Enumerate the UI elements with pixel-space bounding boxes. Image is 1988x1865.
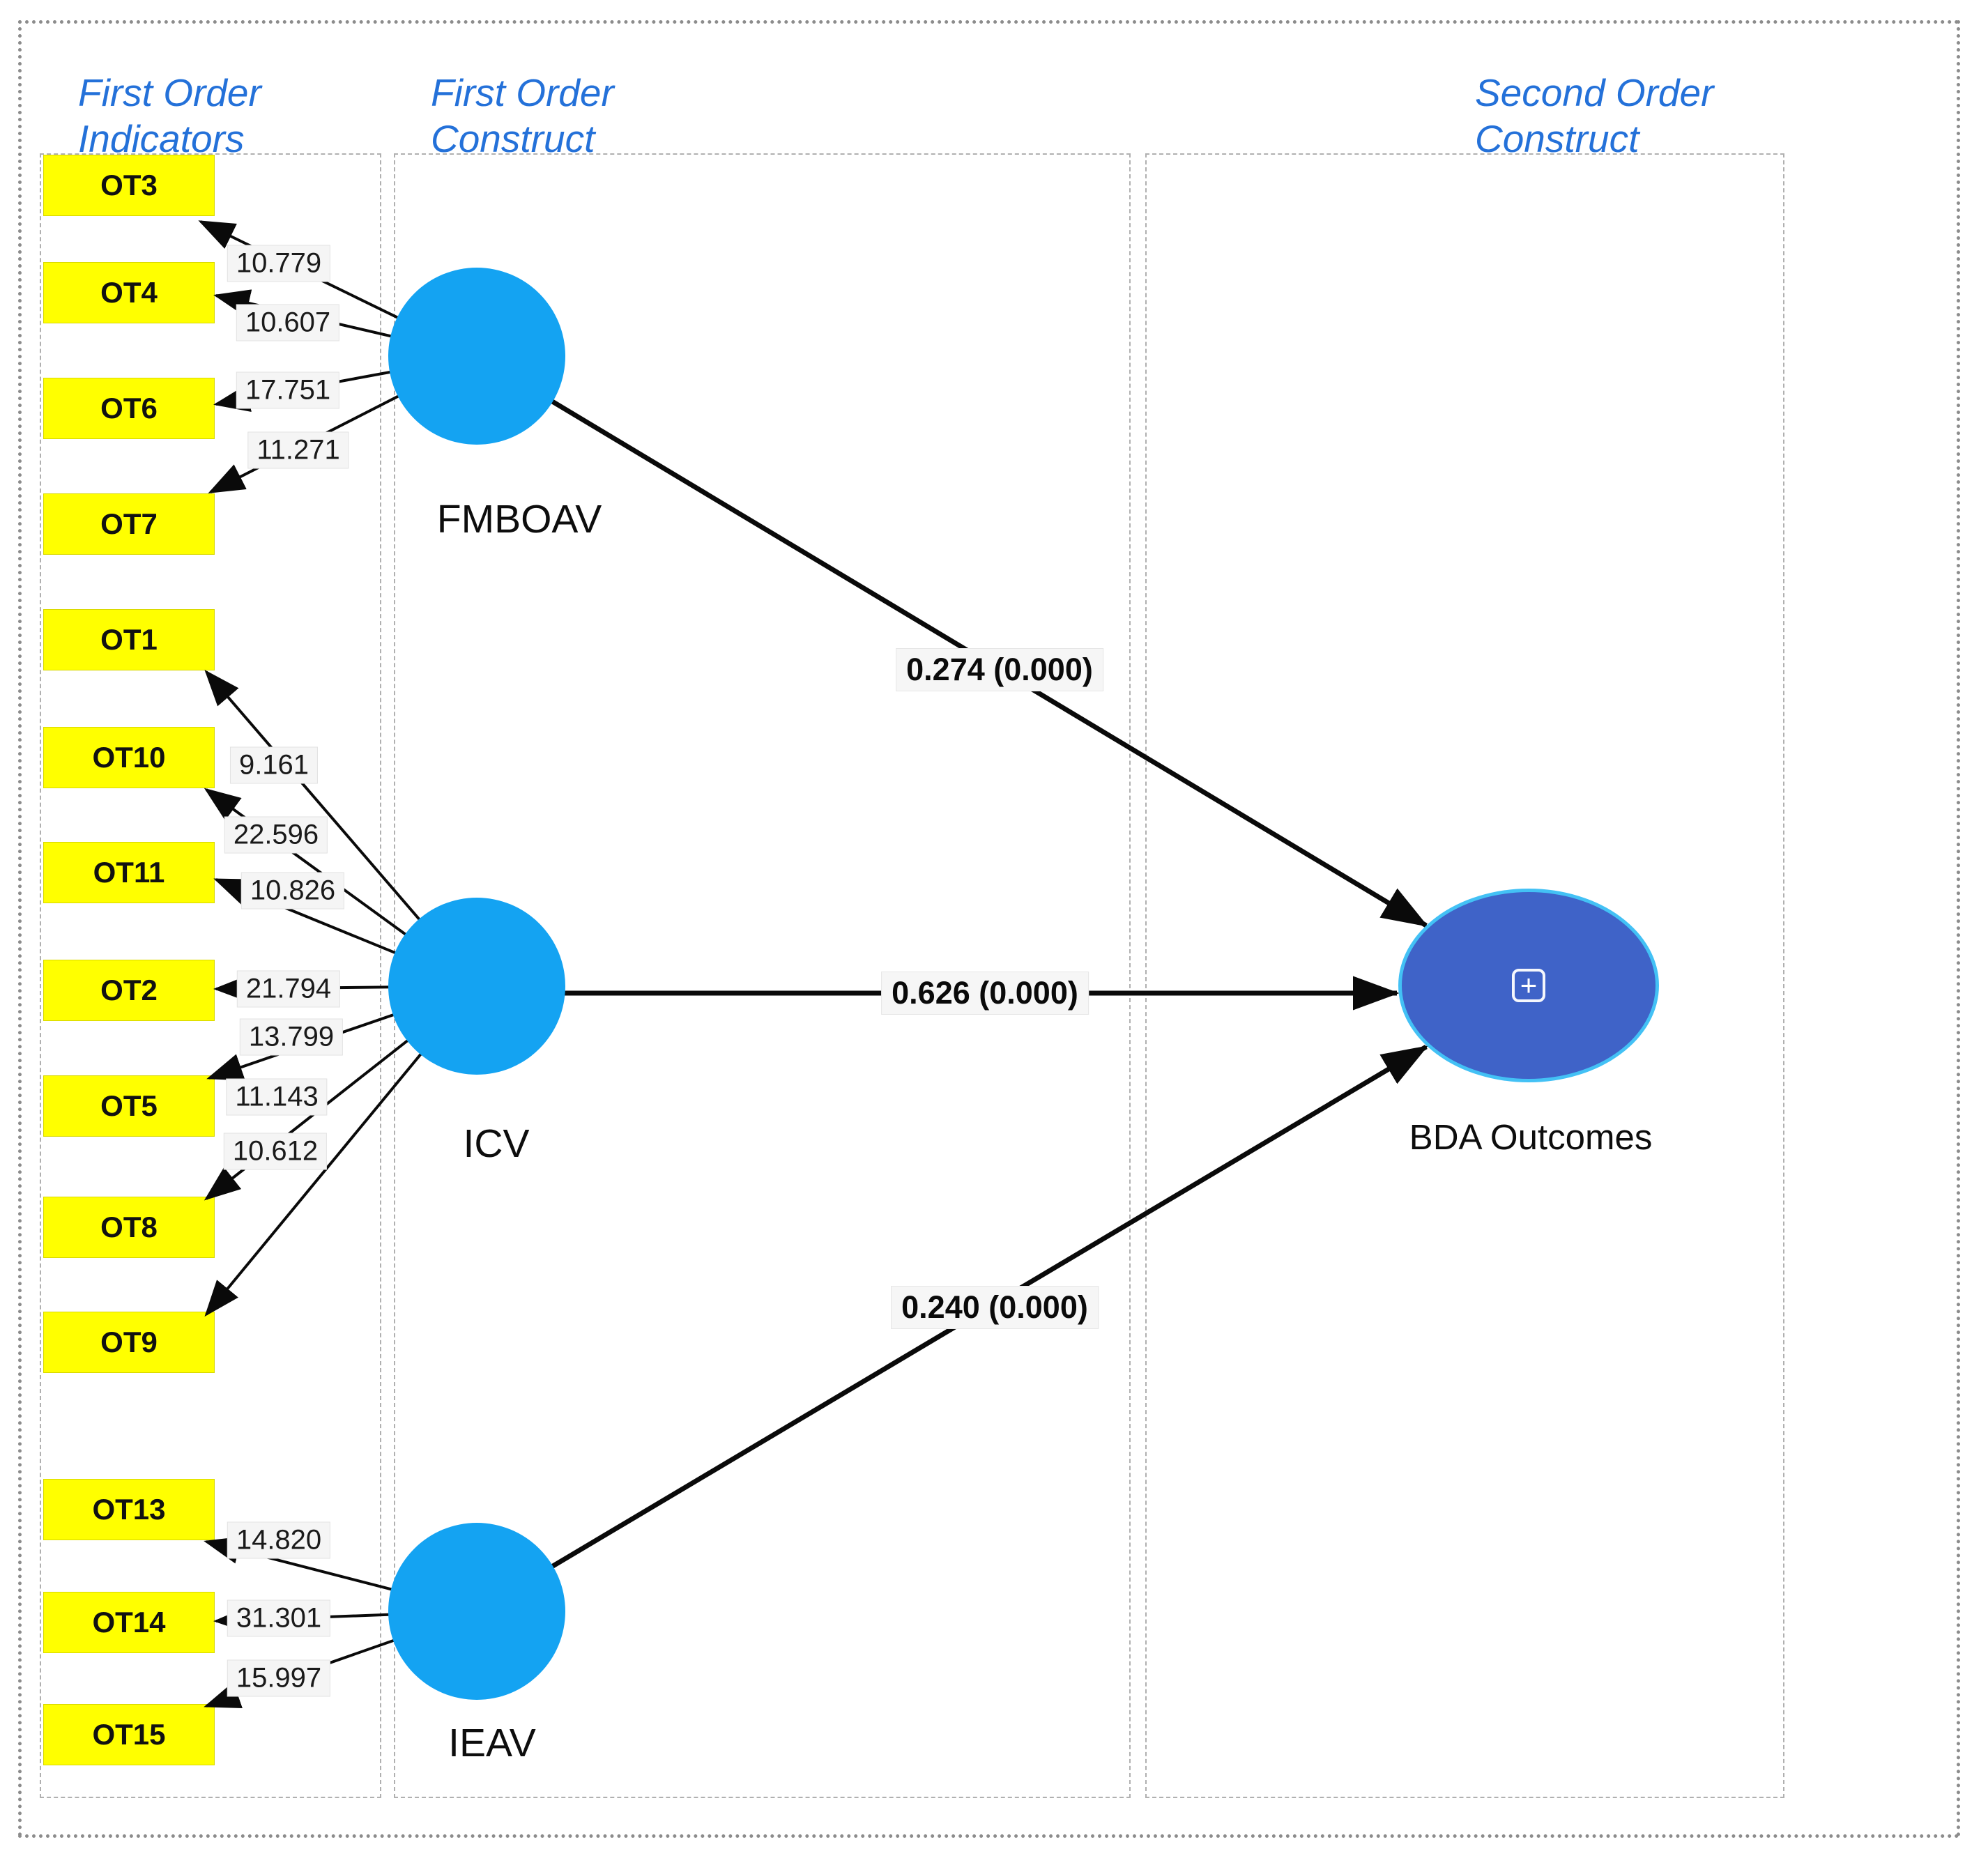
- indicator-box-ot8[interactable]: OT8: [43, 1197, 215, 1258]
- loading-label-ot11: 10.826: [240, 872, 345, 910]
- path-arrow-fmboav-bda: [475, 353, 1429, 928]
- construct-circle-icv[interactable]: [388, 898, 565, 1075]
- loading-label-ot15: 15.997: [227, 1659, 331, 1697]
- diagram-outer-border: [18, 20, 1960, 1838]
- indicator-box-ot6[interactable]: OT6: [43, 378, 215, 439]
- indicator-box-ot1[interactable]: OT1: [43, 609, 215, 670]
- loading-label-ot10: 22.596: [224, 816, 328, 854]
- indicator-box-ot15[interactable]: OT15: [43, 1704, 215, 1765]
- outcome-label: BDA Outcomes: [1409, 1117, 1653, 1157]
- plus-box-icon[interactable]: +: [1512, 969, 1545, 1002]
- path-label-icv-bda: 0.626 (0.000): [881, 972, 1089, 1015]
- region-second-order-construct: [1145, 153, 1784, 1798]
- indicator-box-ot5[interactable]: OT5: [43, 1075, 215, 1137]
- construct-label-ieav: IEAV: [448, 1721, 536, 1765]
- loading-label-ot4: 10.607: [236, 304, 340, 341]
- indicator-box-ot9[interactable]: OT9: [43, 1312, 215, 1373]
- loading-label-ot9: 10.612: [223, 1133, 328, 1170]
- construct-label-icv: ICV: [463, 1121, 530, 1166]
- construct-circle-fmboav[interactable]: [388, 268, 565, 445]
- header-first-order-construct: First Order Construct: [431, 71, 614, 160]
- indicator-box-ot10[interactable]: OT10: [43, 727, 215, 788]
- loading-label-ot6: 17.751: [236, 371, 340, 409]
- header-second-order-construct: Second Order Construct: [1475, 71, 1714, 160]
- path-arrow-ieav-bda: [475, 1044, 1429, 1614]
- loading-label-ot3: 10.779: [227, 245, 331, 282]
- region-first-order-indicators: [40, 153, 381, 1798]
- loading-label-ot1: 9.161: [229, 746, 319, 784]
- loading-label-ot13: 14.820: [227, 1521, 331, 1559]
- indicator-box-ot13[interactable]: OT13: [43, 1479, 215, 1540]
- construct-circle-ieav[interactable]: [388, 1523, 565, 1700]
- indicator-box-ot2[interactable]: OT2: [43, 960, 215, 1021]
- indicator-box-ot11[interactable]: OT11: [43, 842, 215, 903]
- header-first-order-indicators: First Order Indicators: [78, 71, 261, 160]
- path-label-fmboav-bda: 0.274 (0.000): [896, 648, 1103, 691]
- loading-label-ot2: 21.794: [236, 970, 341, 1008]
- loading-label-ot14: 31.301: [227, 1599, 331, 1637]
- loading-label-ot7: 11.271: [247, 431, 349, 469]
- indicator-box-ot3[interactable]: OT3: [43, 155, 215, 216]
- indicator-box-ot7[interactable]: OT7: [43, 493, 215, 555]
- loading-label-ot8: 11.143: [226, 1078, 328, 1116]
- loading-label-ot5: 13.799: [239, 1018, 344, 1056]
- construct-label-fmboav: FMBOAV: [436, 497, 602, 542]
- outcome-ellipse-bda[interactable]: +: [1398, 889, 1659, 1082]
- path-label-ieav-bda: 0.240 (0.000): [891, 1286, 1099, 1329]
